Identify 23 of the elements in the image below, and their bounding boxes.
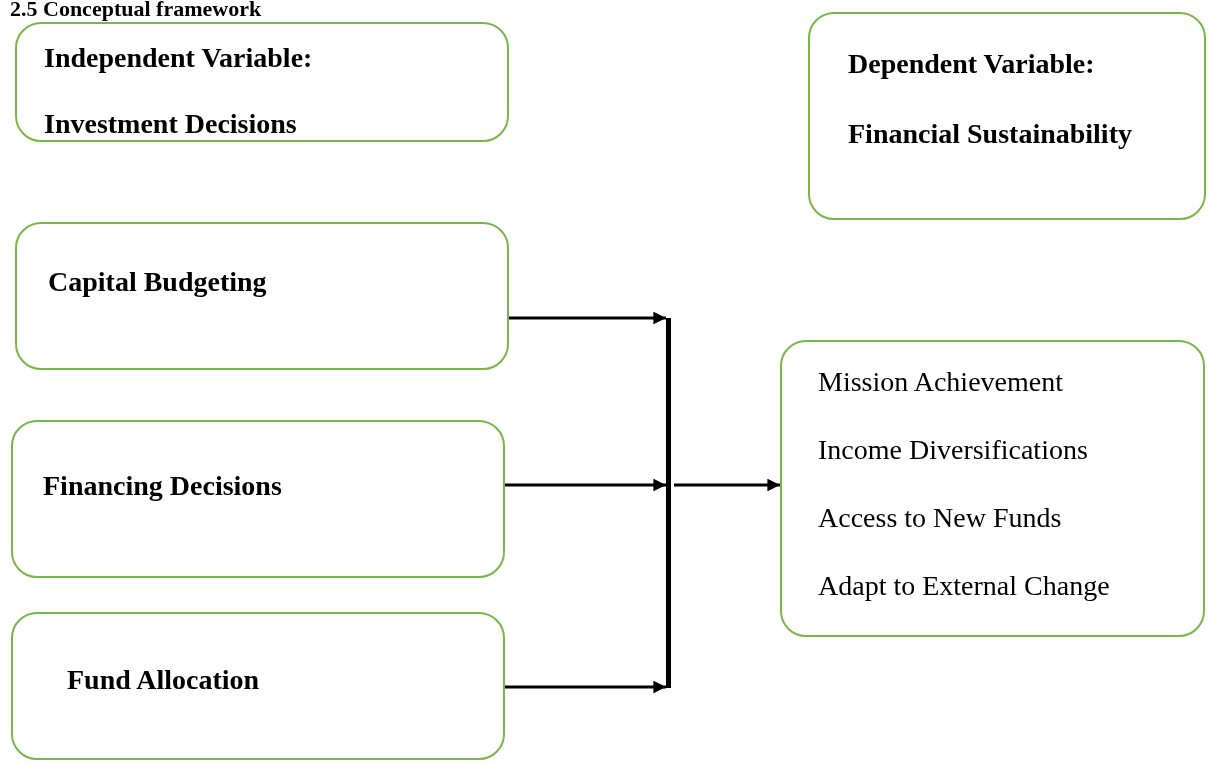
arrow [674,478,780,492]
rounded-box [780,340,1205,637]
box-heading: Independent Variable: [44,42,313,74]
box-heading: Dependent Variable: [848,48,1095,80]
outcome-text: Adapt to External Change [818,570,1110,602]
outcome-text: Access to New Funds [818,502,1062,534]
rounded-box [11,420,505,578]
arrow [505,680,666,694]
box-text: Capital Budgeting [48,266,267,298]
box-text: Financial Sustainability [848,118,1132,150]
diagram-title: 2.5 Conceptual framework [10,0,262,22]
rounded-box [15,222,509,370]
box-text: Fund Allocation [67,664,260,696]
rounded-box [15,22,509,142]
outcome-text: Income Diversifications [818,434,1088,466]
box-text: Financing Decisions [43,470,282,502]
arrow [505,478,666,492]
box-text: Investment Decisions [44,108,297,140]
rounded-box [808,12,1206,220]
rounded-box [11,612,505,760]
arrow [509,311,666,325]
junction-bar [666,318,671,688]
outcome-text: Mission Achievement [818,366,1063,398]
